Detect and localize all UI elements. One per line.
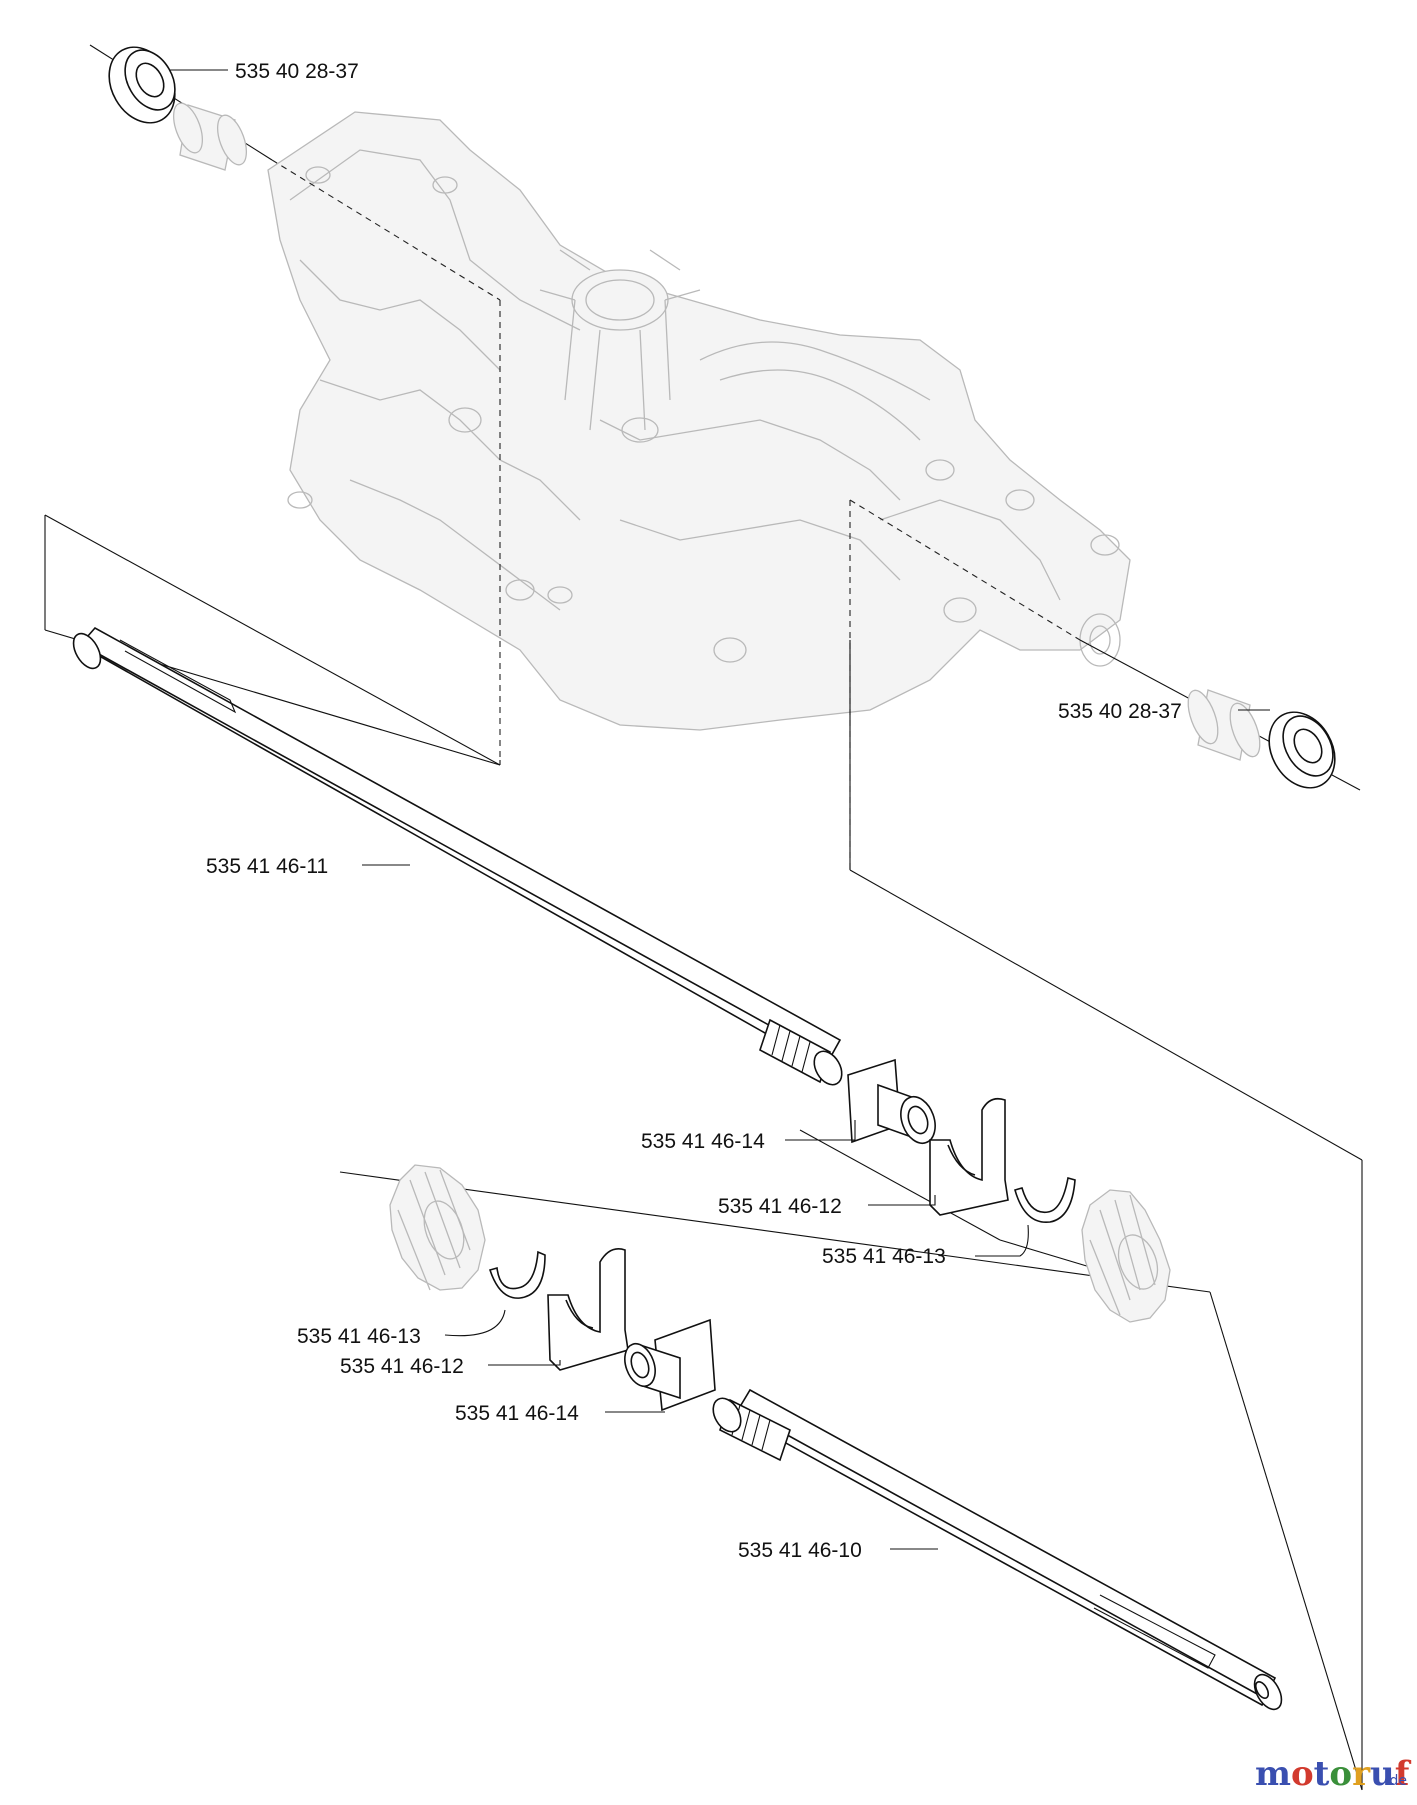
clip-upper-illustration (1014, 1176, 1076, 1223)
shaft-lower-illustration (712, 1388, 1283, 1711)
watermark-logo: motoruf .de (1255, 1754, 1412, 1794)
part-label-bearing-top: 535 40 28-37 (235, 60, 359, 83)
watermark-letter: f (1395, 1754, 1412, 1794)
watermark-letter: r (1352, 1754, 1371, 1794)
shaft-upper-illustration (72, 626, 843, 1086)
part-label-clip-lower: 535 41 46-13 (297, 1325, 421, 1348)
transaxle-housing-illustration (267, 111, 1131, 731)
collar-upper-illustration (847, 1058, 936, 1145)
watermark-brand-letters: motoruf (1255, 1754, 1412, 1794)
fork-upper-illustration (929, 1097, 1009, 1216)
watermark-brand: motoruf (1255, 1754, 1412, 1794)
bushing-right-illustration (1187, 689, 1261, 761)
bearing-right-illustration (1268, 711, 1336, 789)
part-label-collar-lower: 535 41 46-14 (455, 1402, 579, 1425)
gear-right-illustration (1081, 1189, 1171, 1323)
part-label-shaft-upper: 535 41 46-11 (206, 855, 328, 878)
fork-lower-illustration (547, 1248, 629, 1371)
part-labels: 535 40 28-37 535 40 28-37 535 41 46-11 5… (206, 60, 1182, 1562)
bushing-top-illustration (172, 102, 248, 171)
bearing-top-illustration (108, 46, 176, 124)
watermark-letter: o (1291, 1754, 1314, 1794)
watermark-letter: u (1370, 1754, 1395, 1794)
part-label-collar-upper: 535 41 46-14 (641, 1130, 765, 1153)
watermark-suffix: .de (1385, 1773, 1407, 1789)
watermark-letter: m (1255, 1754, 1291, 1794)
leader-lines (170, 69, 1270, 1550)
part-label-bearing-right: 535 40 28-37 (1058, 700, 1182, 723)
part-label-fork-lower: 535 41 46-12 (340, 1355, 464, 1378)
part-label-fork-upper: 535 41 46-12 (718, 1195, 842, 1218)
gear-left-illustration (389, 1164, 486, 1291)
watermark-letter: t (1314, 1754, 1330, 1794)
collar-lower-illustration (624, 1318, 716, 1412)
part-label-shaft-lower: 535 41 46-10 (738, 1539, 862, 1562)
part-label-clip-upper: 535 41 46-13 (822, 1245, 946, 1268)
watermark-letter: o (1329, 1754, 1352, 1794)
clip-lower-illustration (488, 1250, 546, 1299)
